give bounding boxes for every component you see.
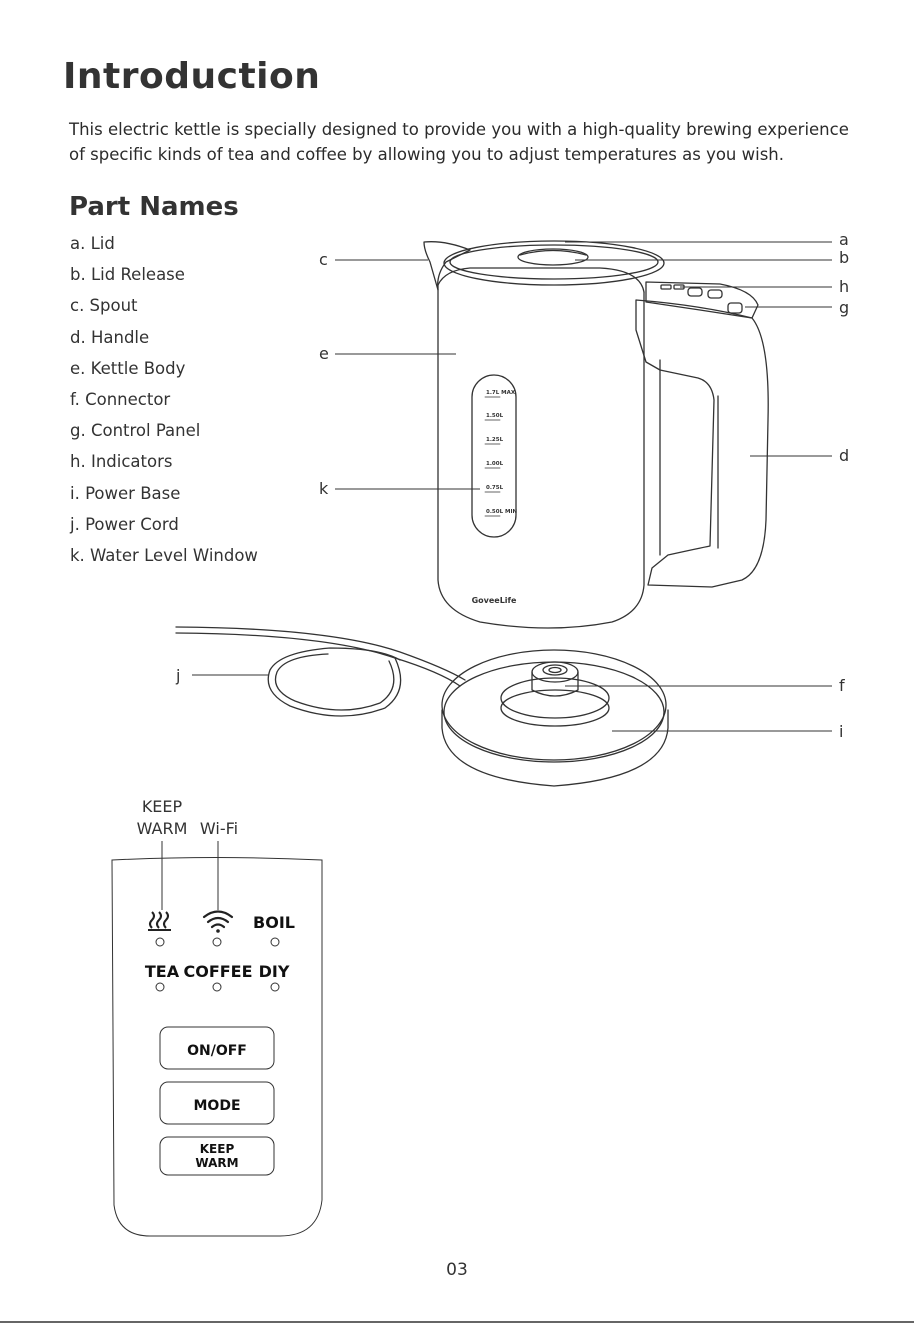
onoff-button-label[interactable]: ON/OFF <box>187 1043 247 1059</box>
part-item-indicators: h. Indicators <box>70 452 173 472</box>
water-level-label-6: 0.50L MIN <box>486 509 518 515</box>
page-bottom-rule <box>0 1321 914 1323</box>
tea-label: TEA <box>145 962 180 981</box>
coffee-label: COFFEE <box>183 962 252 981</box>
power-cord <box>175 626 466 681</box>
callout-e: e <box>319 344 329 363</box>
section-title: Part Names <box>69 192 239 222</box>
brand-logo: GoveeLife <box>472 596 517 605</box>
part-item-power-cord: j. Power Cord <box>70 514 179 534</box>
callout-b: b <box>839 248 849 267</box>
intro-line-2: of specific kinds of tea and coffee by a… <box>69 145 785 164</box>
kettle-body-outline <box>437 284 645 629</box>
control-panel-closeup: KEEP WARM Wi-Fi <box>111 797 323 1237</box>
part-item-connector: f. Connector <box>70 389 171 409</box>
onoff-button-shape[interactable] <box>159 1026 275 1070</box>
callout-f: f <box>839 676 845 695</box>
keep-warm-indicator-label-line1: KEEP <box>142 797 183 816</box>
water-level-window-outline <box>471 374 517 538</box>
lid-release-button <box>517 248 589 266</box>
callout-j: j <box>175 666 180 685</box>
callout-g: g <box>839 298 849 317</box>
mode-button-label[interactable]: MODE <box>193 1098 240 1114</box>
part-item-handle: d. Handle <box>70 327 150 347</box>
control-panel-outline <box>111 857 323 1237</box>
power-base-outline <box>441 649 667 761</box>
keep-warm-led <box>155 937 165 947</box>
wifi-led <box>212 937 222 947</box>
connector-outline <box>500 677 610 719</box>
water-level-label-1: 1.7L MAX <box>486 390 516 396</box>
keep-warm-button-label-line2[interactable]: WARM <box>195 1156 238 1170</box>
water-level-label-4: 1.00L <box>486 461 504 467</box>
water-level-label-5: 0.75L <box>486 485 504 491</box>
part-names-list: a. Lid b. Lid Release c. Spout d. Handle… <box>70 231 258 574</box>
lid-outline <box>443 240 665 286</box>
part-item-control-panel: g. Control Panel <box>70 421 201 441</box>
boil-label: BOIL <box>253 913 295 932</box>
tea-led <box>155 982 165 992</box>
wifi-icon-dot <box>216 929 220 933</box>
callout-a: a <box>839 230 849 249</box>
page-title: Introduction <box>63 56 321 97</box>
mode-button-shape[interactable] <box>159 1081 275 1125</box>
water-level-label-3: 1.25L <box>486 437 504 443</box>
intro-line-1: This electric kettle is specially design… <box>69 120 849 139</box>
part-item-power-base: i. Power Base <box>70 483 181 503</box>
keep-warm-button-shape[interactable] <box>159 1136 275 1176</box>
callout-d: d <box>839 446 849 465</box>
spout-outline <box>423 241 471 291</box>
callout-h: h <box>839 277 849 296</box>
control-strip-outline <box>645 281 759 319</box>
part-item-kettle-body: e. Kettle Body <box>70 358 186 378</box>
boil-led <box>270 937 280 947</box>
wifi-icon <box>202 910 234 929</box>
callout-k: k <box>319 479 329 498</box>
kettle-shoulder-outline <box>437 267 645 293</box>
water-level-label-2: 1.50L <box>486 413 504 419</box>
callout-c: c <box>319 250 328 269</box>
part-item-lid: a. Lid <box>70 234 115 253</box>
keep-warm-button-label-line1[interactable]: KEEP <box>200 1142 235 1156</box>
part-item-lid-release: b. Lid Release <box>70 265 185 285</box>
wifi-indicator-label: Wi-Fi <box>200 819 238 838</box>
intro-paragraph: This electric kettle is specially design… <box>69 117 869 167</box>
coffee-led <box>212 982 222 992</box>
diy-label: DIY <box>259 962 290 981</box>
handle-outline <box>635 299 769 588</box>
part-item-spout: c. Spout <box>70 296 138 316</box>
keep-warm-icon <box>148 911 171 931</box>
keep-warm-indicator-label-line2: WARM <box>137 819 188 838</box>
diy-led <box>270 982 280 992</box>
page-number: 03 <box>446 1260 468 1280</box>
callout-i: i <box>839 722 843 741</box>
part-item-water-level-window: k. Water Level Window <box>70 545 258 565</box>
